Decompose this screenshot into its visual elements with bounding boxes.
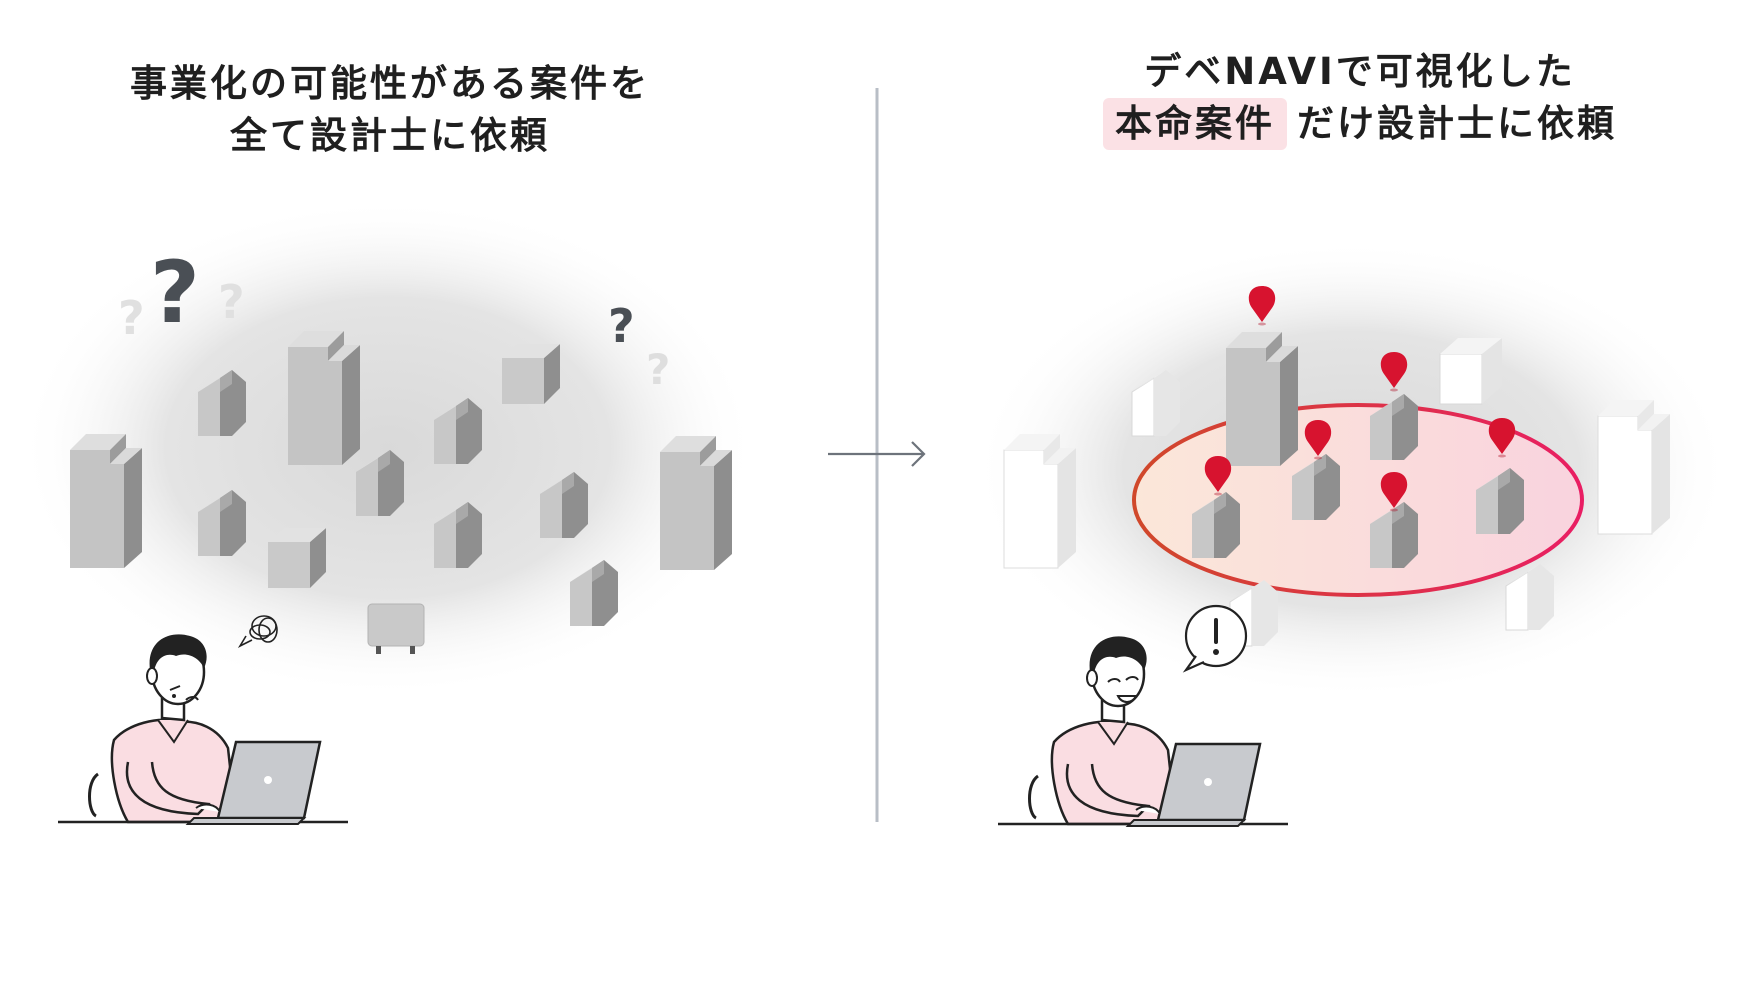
worried-face-detail (169, 685, 199, 701)
building-icon (70, 434, 142, 568)
left-title-line2: 全て設計士に依頼 (230, 114, 550, 157)
question-mark-icon: ? (608, 299, 635, 353)
box-building-icon (1439, 338, 1502, 405)
building-icon (1226, 332, 1298, 466)
box-building-icon (502, 344, 560, 404)
box-building-icon (268, 528, 326, 588)
scribble-stress-icon (237, 615, 278, 648)
question-mark-icon: ? (646, 345, 670, 394)
left-haze-cloud (18, 198, 758, 698)
highlight-badge: 本命案件 (1103, 98, 1287, 150)
question-mark-icon: ? (118, 291, 145, 345)
exclamation-bubble-icon (1182, 604, 1248, 673)
happy-face-detail (1107, 676, 1139, 703)
building-icon (1003, 433, 1077, 569)
left-title-line1: 事業化の可能性がある案件を (130, 62, 650, 105)
building-icon (660, 436, 732, 570)
building-icon (288, 331, 360, 465)
small-box-icon (367, 603, 425, 654)
question-mark-icon: ? (218, 275, 245, 329)
left-scene: ? ? ? ? ? (18, 198, 758, 826)
right-title-rest: だけ設計士に依頼 (1297, 102, 1617, 145)
right-scene (972, 240, 1732, 828)
right-title-line2: 本命案件だけ設計士に依頼 (1010, 98, 1710, 150)
question-mark-icon: ? (150, 243, 200, 343)
building-icon (1597, 399, 1671, 535)
right-title-line1: デベNAVIで可視化した (1144, 50, 1576, 93)
right-panel-title: デベNAVIで可視化した 本命案件だけ設計士に依頼 (1010, 46, 1710, 150)
arrow-right-icon (828, 441, 926, 467)
left-panel-title: 事業化の可能性がある案件を 全て設計士に依頼 (40, 58, 740, 162)
